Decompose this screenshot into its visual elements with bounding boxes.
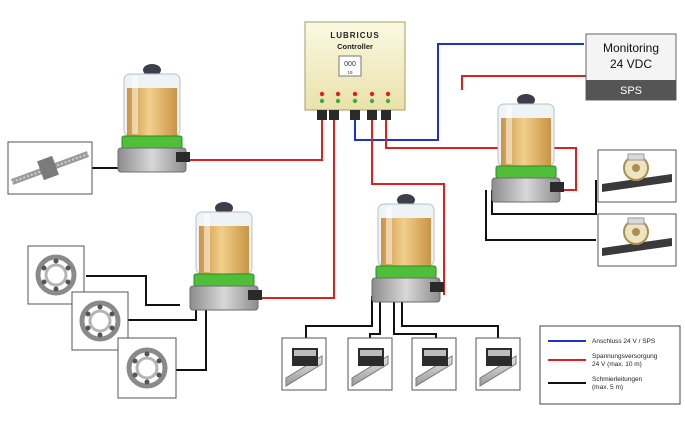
linear-guide-carriage-1	[281, 337, 327, 391]
monitoring-footer: SPS	[620, 85, 642, 97]
signal-wire-monitoring	[354, 43, 584, 141]
chain-sprocket-2	[597, 213, 677, 267]
lube-line-guide-4	[401, 296, 499, 338]
lube-line-bearing-1	[86, 275, 180, 306]
lubricator-pump-4	[491, 93, 565, 203]
lube-line-guide-2	[369, 296, 381, 338]
linear-guide-carriage-3	[411, 337, 457, 391]
monitoring-title: Monitoring	[603, 41, 659, 55]
controller-display-sub: 19	[347, 70, 353, 75]
legend: Anschluss 24 V / SPS Spannungsversorgung…	[539, 325, 681, 405]
legend-label-signal: Anschluss 24 V / SPS	[592, 338, 656, 345]
lube-line-bearing-3	[176, 305, 207, 371]
controller-led	[335, 98, 341, 104]
legend-label-lube-sub: (max. 5 m)	[592, 384, 623, 391]
legend-label-power-sub: 24 V (max. 10 m)	[592, 361, 642, 368]
power-wire-pump-1	[186, 120, 323, 161]
lube-line-guide-1	[305, 296, 373, 338]
controller-name: Controller	[337, 42, 373, 51]
lube-line-chain-1	[491, 180, 597, 215]
linear-guide-carriage-2	[347, 337, 393, 391]
controller-led	[385, 98, 391, 104]
monitoring-box: Monitoring 24 VDC SPS	[585, 33, 677, 101]
controller-led	[352, 98, 358, 104]
controller-brand: LUBRICUS	[330, 31, 379, 40]
power-wires	[186, 75, 586, 299]
lubricator-pump-2	[189, 201, 263, 311]
controller-led	[319, 98, 325, 104]
linear-guide-carriage-4	[475, 337, 521, 391]
legend-label-lube: Schmierleitungen	[592, 376, 643, 383]
power-wire-pump-4	[385, 120, 577, 191]
signal-wires	[354, 43, 584, 141]
lubricator-pump-3	[371, 193, 445, 303]
lube-line-bearing-2	[122, 305, 197, 321]
lubricator-pump-1	[117, 63, 191, 173]
controller-led-row	[319, 91, 391, 104]
power-wire-pump-2	[258, 120, 335, 299]
lube-lines	[86, 167, 597, 371]
legend-label-power: Spannungsversorgung	[592, 353, 658, 360]
controller-led	[352, 91, 358, 97]
controller-led	[319, 91, 325, 97]
controller-display-value: 000	[344, 61, 356, 68]
monitoring-voltage: 24 VDC	[610, 57, 652, 71]
ball-screw	[7, 141, 93, 195]
controller-led	[369, 98, 375, 104]
controller-led	[335, 91, 341, 97]
lube-line-guide-3	[393, 296, 437, 338]
chain-sprocket-1	[597, 149, 677, 203]
power-wire-monitoring	[461, 75, 586, 90]
power-wire-pump-3	[371, 120, 445, 295]
controller-led	[369, 91, 375, 97]
lube-line-chain-2	[485, 190, 596, 241]
lubricus-controller: LUBRICUS Controller 000 19	[304, 21, 406, 120]
controller-display	[338, 55, 362, 77]
controller-connectors	[317, 110, 391, 120]
controller-led	[385, 91, 391, 97]
ball-bearing-3	[117, 337, 177, 399]
